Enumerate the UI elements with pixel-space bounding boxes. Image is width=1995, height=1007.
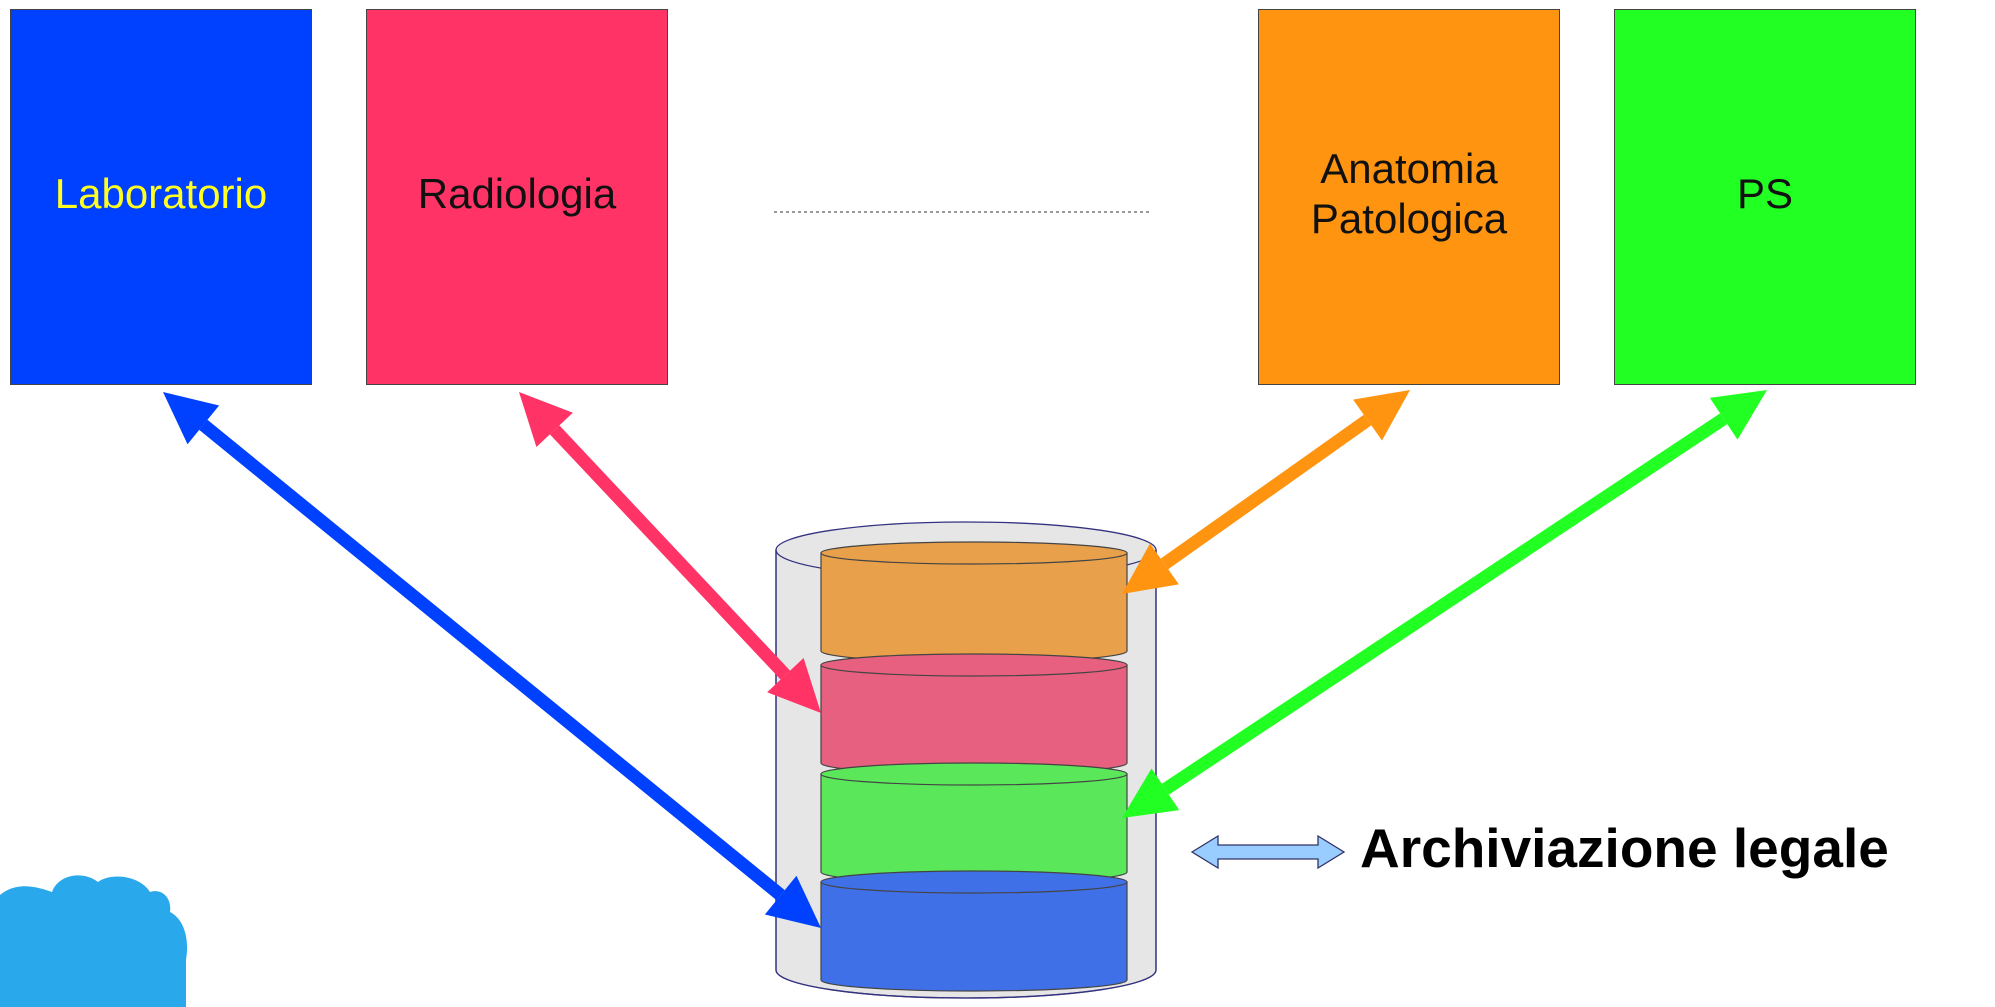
arrow-head: [1122, 768, 1180, 818]
arrow-head: [1709, 390, 1767, 440]
arrow-laboratorio: [163, 392, 821, 928]
archive-cylinder: [775, 521, 1157, 999]
department-label-radiologia: Radiologia: [417, 170, 617, 217]
arrow-head: [1353, 390, 1410, 441]
archive-layer-laboratorio: [820, 870, 1128, 992]
department-label-anatomia-patologica: Anatomia Patologica: [1310, 145, 1508, 242]
arrow-shaft: [549, 425, 791, 680]
arrow-head: [519, 392, 573, 448]
arrow-anatomia-patologica: [1122, 390, 1410, 594]
archive-layer-anatomia: [820, 541, 1128, 663]
legend-double-arrow: [1190, 834, 1346, 870]
archive-layer-ps: [820, 762, 1128, 884]
archive-layer-radiologia: [820, 653, 1128, 775]
legend-label: Archiviazione legale: [1360, 817, 1889, 879]
arrow-radiologia: [519, 392, 821, 713]
archive-layer-body: [820, 552, 1128, 663]
department-box-anatomia-patologica: Anatomia Patologica: [1258, 9, 1560, 385]
archive-layer-body: [820, 664, 1128, 775]
archive-layer-cap: [820, 653, 1128, 677]
department-label-laboratorio: Laboratorio: [54, 170, 268, 217]
arrow-head: [1122, 543, 1179, 594]
archive-layer-cap: [820, 541, 1128, 565]
arrow-head: [767, 657, 821, 713]
archive-layer-cap: [820, 870, 1128, 894]
department-box-radiologia: Radiologia: [366, 9, 668, 385]
arrow-head: [163, 392, 220, 445]
arrow-ps: [1122, 390, 1767, 818]
department-label-ps: PS: [1736, 170, 1794, 217]
arrow-shaft: [199, 419, 785, 901]
archive-layer-body: [820, 881, 1128, 992]
archive-cylinder-outline: [775, 550, 1157, 999]
archive-layer-body: [820, 773, 1128, 884]
department-box-laboratorio: Laboratorio: [10, 9, 312, 385]
cloud-logo: [0, 875, 188, 1007]
archive-layer-cap: [820, 762, 1128, 786]
arrow-shaft: [1161, 413, 1728, 795]
arrow-head: [764, 875, 821, 928]
arrow-shaft: [1160, 414, 1372, 570]
department-box-ps: PS: [1614, 9, 1916, 385]
